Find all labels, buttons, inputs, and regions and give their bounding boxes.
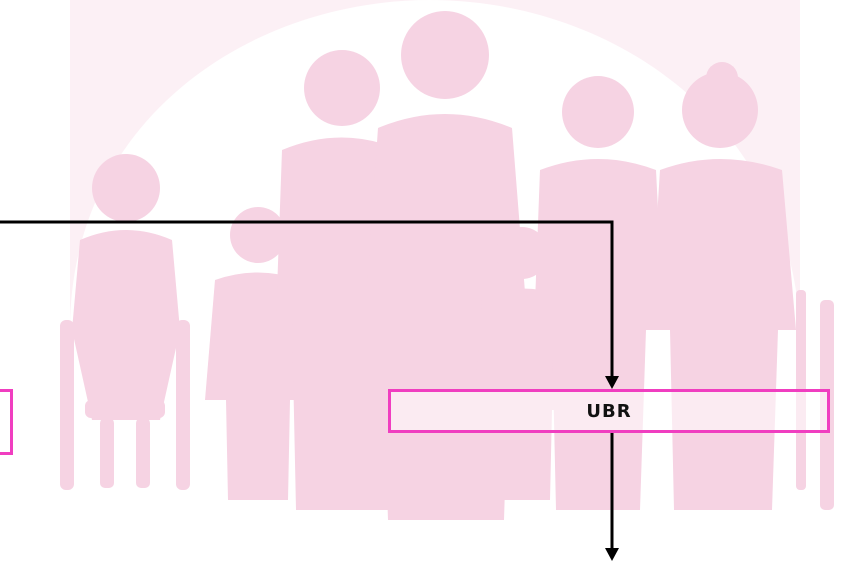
arrow-head-down-icon (605, 548, 619, 561)
arrow-head-down-icon (605, 376, 619, 389)
connector-to-ubr (0, 220, 614, 378)
ubr-label: UBR (586, 400, 632, 422)
diagram-node-left (0, 389, 13, 455)
diagram-node-ubr: UBR (388, 389, 830, 433)
